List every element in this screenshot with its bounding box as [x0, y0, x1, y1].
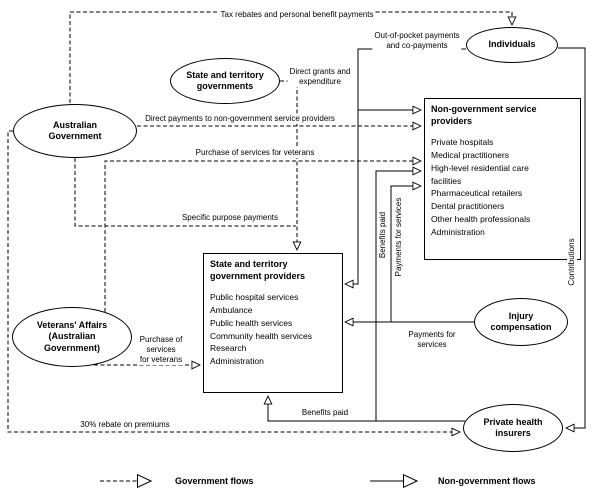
node-australian-government: Australian Government [13, 104, 137, 158]
node-veterans-affairs: Veterans' Affairs (Australian Government… [12, 307, 132, 367]
list-item: High-level residential care facilities [431, 162, 529, 186]
list-item: Community health services [210, 330, 313, 341]
flow-label-benefits-paid: Benefits paid [299, 408, 351, 418]
flow-benefits-paid-nongov-line [375, 171, 421, 421]
flow-label-tax-rebates: Tax rebates and personal benefit payment… [218, 10, 376, 20]
legend-non-government-flows: Non-government flows [438, 476, 536, 486]
flow-specific-purpose-line [74, 158, 296, 227]
box-state-government-providers: State and territory government providers… [203, 253, 343, 393]
flow-label-benefits-paid-vertical: Benefits paid [378, 209, 388, 261]
list-item: Pharmaceutical retailers [431, 188, 523, 199]
node-state-territory-governments: State and territory governments [170, 58, 280, 104]
list-item: Medical practitioners [431, 150, 509, 161]
flow-rebate-premiums-line [7, 130, 460, 432]
legend-government-flows: Government flows [175, 476, 254, 486]
flow-purchase-veterans-nongov-line [104, 161, 421, 312]
flow-label-contributions: Contributions [567, 236, 577, 288]
list-item: Ambulance [210, 305, 253, 316]
flow-contributions-line [558, 47, 586, 428]
box-title: Non-government service providers [431, 104, 537, 126]
flow-label-payments-for-services: Payments for services [406, 330, 458, 350]
node-injury-compensation: Injury compensation [474, 298, 568, 346]
flow-label-direct-grants: Direct grants and expenditure [287, 67, 353, 87]
list-item: Administration [431, 226, 485, 237]
flow-tax-rebates-line [69, 11, 512, 103]
flow-label-rebate-premiums: 30% rebate on premiums [78, 420, 172, 430]
flow-label-out-of-pocket: Out-of-pocket payments and co-payments [372, 31, 462, 51]
flow-label-direct-payments: Direct payments to non-government servic… [143, 114, 337, 124]
box-non-government-providers: Non-government service providers Private… [424, 98, 581, 260]
flow-label-payments-services-vertical: Payments for services [394, 195, 404, 279]
flow-label-purchase-veterans-state: Purchase of services for veterans [137, 335, 185, 365]
node-private-health-insurers: Private health insurers [463, 404, 563, 452]
flow-benefits-paid-state-line [268, 396, 465, 422]
box-title: State and territory government providers [210, 259, 306, 281]
list-item: Public hospital services [210, 292, 299, 303]
node-individuals: Individuals [466, 27, 558, 63]
flow-label-purchase-veterans-nongov: Purchase of services for veterans [193, 148, 317, 158]
list-item: Private hospitals [431, 137, 494, 148]
list-item: Research [210, 343, 247, 354]
list-item: Other health professionals [431, 213, 531, 224]
flow-label-specific-purpose: Specific purpose payments [179, 213, 281, 223]
list-item: Administration [210, 356, 264, 367]
flow-payments-services-nongov-line [390, 186, 421, 322]
list-item: Dental practitioners [431, 201, 505, 212]
list-item: Public health services [210, 317, 293, 328]
flow-direct-grants-line [280, 80, 297, 250]
